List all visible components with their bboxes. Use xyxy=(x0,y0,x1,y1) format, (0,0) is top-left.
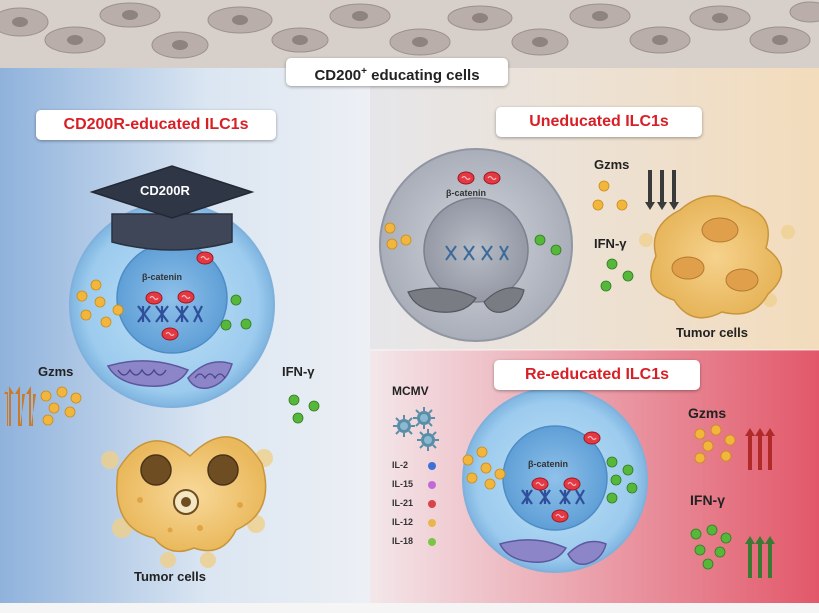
cytokine-legend-dots xyxy=(428,462,436,546)
uneducated-gzm-dots xyxy=(592,180,628,211)
cytokine-dot xyxy=(428,519,436,527)
educated-tumor-cells xyxy=(101,436,273,568)
reeducated-ilc1-cell xyxy=(462,387,648,573)
reeducated-gzm-up-arrows-icon xyxy=(745,428,775,470)
cytokine-dot xyxy=(428,481,436,489)
educated-tumor-label: Tumor cells xyxy=(134,569,207,584)
educating-cell-layer xyxy=(0,0,819,68)
reeducated-beta-catenin-label: β-catenin xyxy=(528,459,568,469)
reeducated-gzm-dots xyxy=(694,424,736,464)
cytokine-dot xyxy=(428,500,436,508)
gzm-down-arrows-icon xyxy=(645,170,679,210)
cytokine-label: IL-12 xyxy=(392,517,414,527)
uneducated-ifn-label: IFN-γ xyxy=(594,236,627,251)
reeducated-ifn-label: IFN-γ xyxy=(690,492,725,508)
reeducated-ifn-dots xyxy=(690,524,732,570)
uneducated-tumor-label: Tumor cells xyxy=(676,325,749,340)
educated-ifn-label: IFN-γ xyxy=(282,364,315,379)
cytokine-label: IL-15 xyxy=(392,479,414,489)
reeducated-ifn-up-arrows-icon xyxy=(745,536,775,578)
reeducated-gzms-label: Gzms xyxy=(688,405,727,421)
educated-heading: CD200R-educated ILC1s xyxy=(36,110,276,140)
title-prefix: CD200 xyxy=(314,67,362,84)
uneducated-gzms-label: Gzms xyxy=(594,157,630,172)
gzm-up-arrows-icon xyxy=(4,386,36,426)
cytokine-dot xyxy=(428,462,436,470)
graduation-cap-icon xyxy=(89,165,255,251)
uneducated-heading: Uneducated ILC1s xyxy=(496,107,702,137)
reeducated-heading: Re-educated ILC1s xyxy=(494,360,700,390)
uneducated-ilc1-cell xyxy=(379,148,573,342)
educated-ifn-dots xyxy=(288,394,320,424)
educated-ilc1-cell xyxy=(69,202,275,408)
uneducated-ifn-dots xyxy=(600,258,634,292)
mcmv-label: MCMV xyxy=(392,384,429,398)
title-suffix: educating cells xyxy=(367,67,480,84)
mitochondria-icon xyxy=(106,360,233,390)
cytokine-dot xyxy=(428,538,436,546)
cytokine-label: IL-2 xyxy=(392,460,409,470)
cytokine-label: IL-21 xyxy=(392,498,414,508)
uneducated-beta-catenin-label: β-catenin xyxy=(446,188,486,198)
title-box: CD200+ educating cells xyxy=(286,58,508,86)
educated-beta-catenin-label: β-catenin xyxy=(142,272,182,282)
educated-gzms-label: Gzms xyxy=(38,364,74,379)
cytokine-label: IL-18 xyxy=(392,536,414,546)
chromosome-icon xyxy=(137,305,203,323)
title-superscript: + xyxy=(361,66,367,77)
cap-label: CD200R xyxy=(140,183,190,198)
educated-gzm-dots xyxy=(40,386,82,426)
uneducated-tumor-cells xyxy=(639,195,795,319)
